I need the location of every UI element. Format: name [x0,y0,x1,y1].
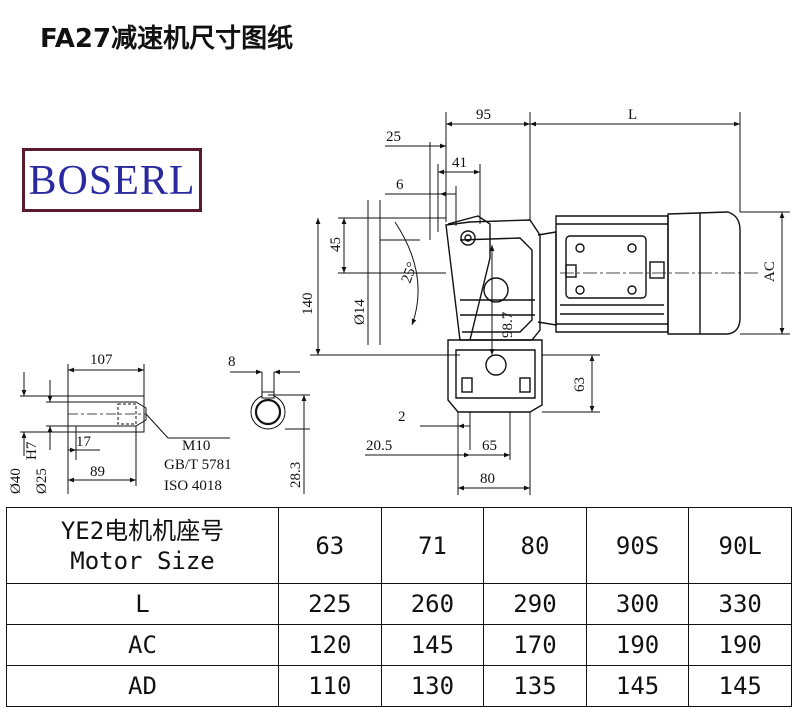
dim-65: 65 [482,438,497,454]
size-cell: 90L [688,507,792,584]
table-row: AD 110 130 135 145 145 [6,665,792,707]
dim-80: 80 [480,471,495,487]
size-cell: 80 [483,507,587,584]
motor-size-table: YE2电机机座号 Motor Size 63 71 80 90S 90L L 2… [6,507,792,707]
thread-m10: M10 [182,438,210,454]
table-cell: 300 [585,583,690,625]
right-dimensions [542,211,790,413]
dim-2: 2 [398,409,406,425]
size-cell: 90S [585,507,690,584]
table-cell: 120 [278,624,382,666]
header-cn: YE2电机机座号 [60,516,225,545]
table-cell: 145 [688,665,792,707]
dim-89: 89 [90,464,105,480]
table-cell: 110 [278,665,382,707]
size-cell: 63 [278,507,382,584]
hollow-shaft-detail [20,364,230,494]
table-cell: 190 [585,624,690,666]
dim-AC: AC [762,261,778,282]
boserl-logo: BOSERL [22,148,202,212]
header-motor-size: YE2电机机座号 Motor Size [6,507,279,584]
dim-phi40: Ø40 [8,468,24,494]
dim-8: 8 [228,354,236,370]
dim-h7: H7 [24,441,40,460]
dim-phi25: Ø25 [34,468,50,494]
table-cell: 145 [380,624,485,666]
table-cell: 170 [483,624,587,666]
row-label: AD [6,665,279,707]
table-cell: 260 [380,583,485,625]
dim-20-5: 20.5 [366,438,392,454]
dim-25deg: 25° [399,260,421,285]
table-cell: 225 [278,583,382,625]
dim-45: 45 [328,237,344,252]
top-dimensions [385,112,741,240]
dim-6: 6 [396,177,404,193]
bottom-dimensions [365,412,531,495]
left-dimensions [310,200,495,356]
size-cell: 71 [380,507,485,584]
table-cell: 330 [688,583,792,625]
row-label: L [6,583,279,625]
logo-text: BOSERL [28,158,196,204]
dim-63: 63 [572,377,588,392]
dim-phi14: Ø14 [352,299,368,325]
dim-95: 95 [476,107,491,123]
table-row: AC 120 145 170 190 190 [6,624,792,666]
dim-28-3: 28.3 [288,462,304,488]
dim-98-7: 98.7 [500,311,516,338]
table-row: L 225 260 290 300 330 [6,583,792,625]
thread-gbt: GB/T 5781 [164,457,232,473]
table-cell: 135 [483,665,587,707]
thread-iso: ISO 4018 [164,478,222,494]
dim-41: 41 [452,155,467,171]
technical-drawing: 95 L 25 41 6 45 140 Ø14 25° 98.7 AC 63 [8,107,790,495]
table-header-row: YE2电机机座号 Motor Size 63 71 80 90S 90L [6,507,792,584]
dim-17: 17 [76,434,92,450]
dim-L: L [628,107,637,123]
dim-25: 25 [386,129,401,145]
dim-107: 107 [90,352,113,368]
table-cell: 130 [380,665,485,707]
header-en: Motor Size [70,546,215,575]
page-title: FA27减速机尺寸图纸 [40,24,294,54]
table-cell: 145 [585,665,690,707]
table-cell: 290 [483,583,587,625]
table-cell: 190 [688,624,792,666]
row-label: AC [6,624,279,666]
dim-140: 140 [300,293,316,316]
gearmotor-view [445,211,741,413]
keyway-end-view [230,369,310,494]
